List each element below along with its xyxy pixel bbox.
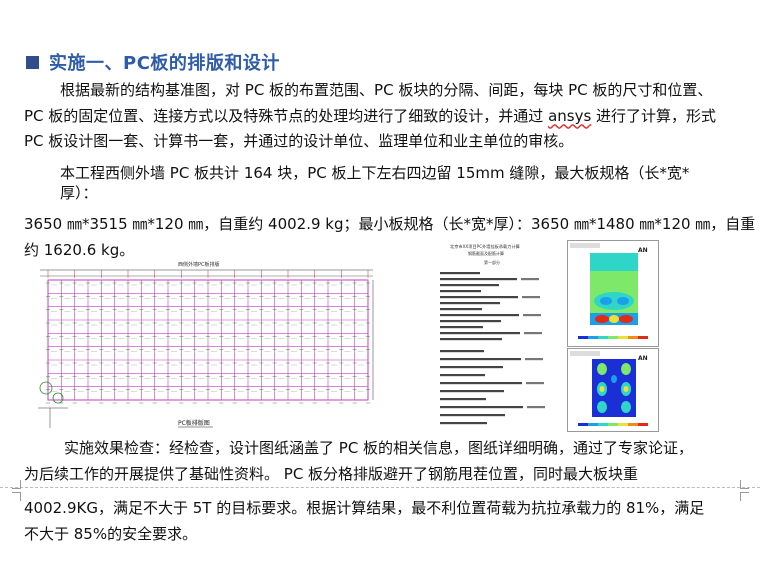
calc-section: 第一部分 <box>484 259 500 265</box>
paragraph-design-basis: 根据最新的结构基准图，对 PC 板的布置范围、PC 板块的分隔、间距，每块 PC… <box>24 78 716 155</box>
spellcheck-word: ansys <box>548 106 592 125</box>
page-corner-mark <box>12 480 21 489</box>
ansys-logo: AN <box>638 355 648 362</box>
page-corner-mark <box>740 492 749 501</box>
section-title: 实施一、PC板的排版和设计 <box>49 53 280 74</box>
page-break-divider <box>0 487 760 488</box>
color-legend <box>578 336 648 339</box>
panel-grid <box>46 270 374 404</box>
paragraph-line: PC 板设计图一套、计算书一套，并通过的设计单位、监理单位和业主单位的审核。 <box>24 132 574 150</box>
paragraph-line: 3650 ㎜*3515 ㎜*120 ㎜，自重约 4002.9 kg；最小板规格（… <box>24 215 756 233</box>
calc-title: 北京市XX项目PC外墙挂板承载力计算 <box>450 243 520 250</box>
paragraph-line: 实施效果检查：经检查，设计图纸涵盖了 PC 板的相关信息，图纸详细明确，通过了专… <box>64 439 694 457</box>
paragraph-line: 厚）： <box>60 183 98 202</box>
paragraph-line: 不大于 85%的安全要求。 <box>24 524 198 543</box>
paragraph-line: 为后续工作的开展提供了基础性资料。 PC 板分格排版避开了钢筋甩茬位置，同时最大… <box>24 464 639 483</box>
section-heading: 实施一、PC板的排版和设计 <box>26 49 280 75</box>
ansys-logo: AN <box>638 247 648 254</box>
paragraph-line: 约 1620.6 kg。 <box>24 240 135 259</box>
panel-layout-drawing: 西侧外墙PC板排版 PC板排版图 <box>28 258 408 430</box>
paragraph-panel-specs: 本工程西侧外墙 PC 板共计 164 块，PC 板上下左右四边留 15mm 缝隙… <box>24 161 755 263</box>
paragraph-line: 本工程西侧外墙 PC 板共计 164 块，PC 板上下左右四边留 15mm 缝隙… <box>60 164 690 182</box>
ansys-stress-plot-top: AN <box>567 240 659 347</box>
calc-subtitle: 钢筋截面及配筋计算 <box>468 250 504 256</box>
ansys-stress-plot-bottom: AN <box>567 348 659 432</box>
page-corner-mark <box>12 492 21 501</box>
color-legend <box>578 423 648 426</box>
paragraph-results: 4002.9KG，满足不大于 5T 的目标要求。根据计算结果，最不利位置荷载为抗… <box>24 496 704 547</box>
paragraph-line: PC 板的固定位置、连接方式以及特殊节点的处理均进行了细致的设计，并通过 ans… <box>24 104 716 130</box>
text-run: PC 板的固定位置、连接方式以及特殊节点的处理均进行了细致的设计，并通过 <box>24 106 549 125</box>
calculation-sheet: 北京市XX项目PC外墙挂板承载力计算 钢筋截面及配筋计算 第一部分 <box>434 240 566 428</box>
paragraph-line: 4002.9KG，满足不大于 5T 的目标要求。根据计算结果，最不利位置荷载为抗… <box>24 499 705 517</box>
square-bullet-icon <box>26 55 39 69</box>
calc-text-lines <box>440 272 545 425</box>
drawing-top-label: 西侧外墙PC板排版 <box>178 261 220 268</box>
paragraph-line: 根据最新的结构基准图，对 PC 板的布置范围、PC 板块的分隔、间距，每块 PC… <box>60 81 713 99</box>
text-run: 进行了计算，形式 <box>591 106 717 125</box>
page-corner-mark <box>740 480 749 489</box>
paragraph-inspection: 实施效果检查：经检查，设计图纸涵盖了 PC 板的相关信息，图纸详细明确，通过了专… <box>24 436 693 487</box>
drawing-caption: PC板排版图 <box>178 419 210 427</box>
